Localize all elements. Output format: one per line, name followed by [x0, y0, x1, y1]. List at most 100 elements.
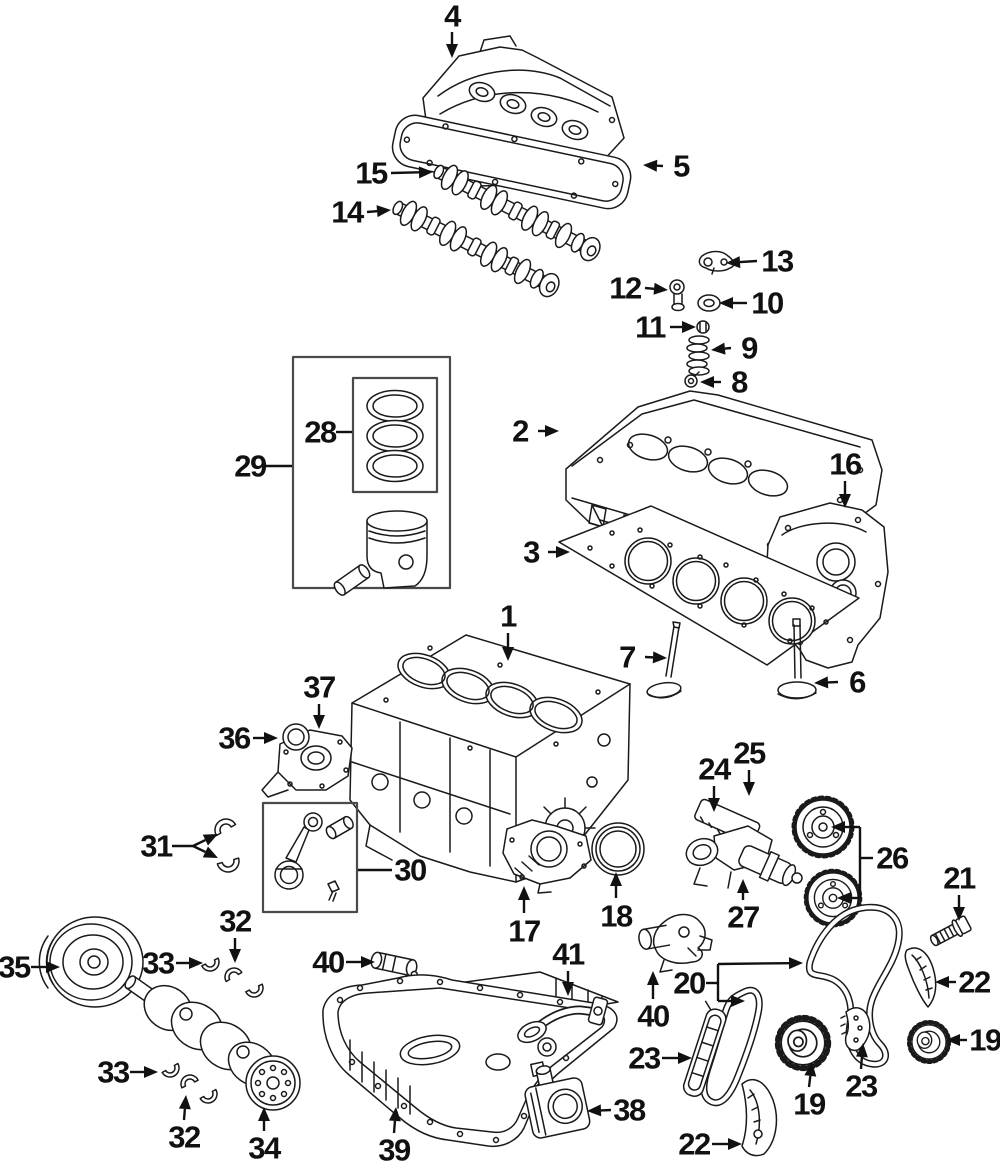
valve-stem-seal — [684, 371, 700, 388]
piston-ring-set — [351, 376, 439, 494]
arrow-head — [388, 1107, 401, 1122]
callout-label-37[interactable]: 37 — [303, 670, 336, 705]
rocker-arm — [698, 250, 735, 275]
oil-pickup-tube — [517, 996, 609, 1057]
callout-label-19[interactable]: 19 — [793, 1087, 827, 1122]
callout-label-14[interactable]: 14 — [331, 195, 366, 230]
callout-label-5[interactable]: 5 — [673, 149, 692, 184]
crank-sprocket — [778, 1018, 829, 1069]
callout-label-32[interactable]: 32 — [168, 1120, 201, 1155]
arrow-head — [518, 886, 530, 900]
arrow-head — [545, 425, 559, 437]
arrow-head — [731, 995, 745, 1007]
chain-guide-left — [682, 1000, 727, 1097]
water-outlet — [638, 913, 713, 973]
rear-main-seal — [591, 822, 645, 876]
arrow-head — [647, 971, 659, 985]
callout-leader-line — [807, 1075, 812, 1088]
callout-label-34[interactable]: 34 — [248, 1131, 283, 1163]
callout-label-35[interactable]: 35 — [0, 950, 32, 985]
arrow-head — [708, 798, 720, 812]
callout-label-40[interactable]: 40 — [312, 945, 345, 980]
callout-leader-line — [717, 961, 790, 966]
callout-label-21[interactable]: 21 — [943, 861, 977, 896]
callout-label-19[interactable]: 19 — [969, 1023, 1000, 1058]
arrow-head — [643, 159, 658, 172]
intake-valve — [646, 621, 682, 699]
callout-label-3[interactable]: 3 — [523, 535, 542, 570]
callout-label-29[interactable]: 29 — [234, 449, 268, 484]
callout-label-24[interactable]: 24 — [698, 752, 733, 787]
callout-label-17[interactable]: 17 — [508, 914, 541, 949]
callout-label-4[interactable]: 4 — [444, 0, 464, 34]
callout-leader-line — [390, 171, 420, 175]
callout-label-33[interactable]: 33 — [142, 946, 176, 981]
callout-label-6[interactable]: 6 — [849, 665, 868, 700]
arrow-head — [953, 907, 965, 921]
engine-block — [349, 634, 631, 883]
callout-leader-line — [192, 844, 206, 854]
valve-keeper — [696, 320, 710, 334]
valve-cover-gasket — [391, 114, 632, 210]
callout-label-22[interactable]: 22 — [678, 1127, 711, 1162]
callout-leader-line — [392, 1120, 397, 1134]
callout-label-18[interactable]: 18 — [600, 899, 634, 934]
callout-label-1[interactable]: 1 — [500, 599, 519, 634]
idler-sprocket — [909, 1022, 949, 1062]
piston-kit-box — [291, 355, 452, 596]
callout-leader-line — [366, 209, 378, 214]
chain-tensioner-arm — [840, 1007, 871, 1052]
callout-label-12[interactable]: 12 — [609, 271, 642, 306]
arrow-head — [726, 256, 741, 269]
chain-guide-upper-right — [904, 947, 937, 1008]
callout-label-8[interactable]: 8 — [731, 365, 750, 400]
callout-label-23[interactable]: 23 — [628, 1041, 662, 1076]
arrow-head — [189, 957, 203, 969]
exhaust-valve — [777, 618, 817, 700]
arrow-head — [700, 376, 714, 388]
arrow-head — [837, 892, 851, 904]
callout-label-11[interactable]: 11 — [635, 310, 668, 345]
callout-label-30[interactable]: 30 — [394, 853, 427, 888]
timing-chain-lower — [700, 986, 763, 1107]
callout-label-23[interactable]: 23 — [845, 1069, 879, 1104]
arrow-head — [502, 647, 514, 661]
arrow-head — [361, 956, 375, 968]
callout-label-16[interactable]: 16 — [829, 447, 863, 482]
arrow-head — [804, 1062, 817, 1077]
callout-label-9[interactable]: 9 — [741, 331, 760, 366]
callout-label-28[interactable]: 28 — [304, 415, 338, 450]
callout-label-33[interactable]: 33 — [97, 1055, 131, 1090]
piston — [333, 510, 428, 596]
dowel-pin — [370, 951, 419, 979]
callout-leader-line — [644, 286, 655, 290]
crank-pulley — [38, 916, 144, 1008]
callout-label-13[interactable]: 13 — [761, 244, 795, 279]
tensioner-bolt — [929, 915, 972, 947]
callout-label-41[interactable]: 41 — [552, 937, 586, 972]
callout-label-39[interactable]: 39 — [378, 1133, 412, 1163]
callout-label-7[interactable]: 7 — [619, 640, 637, 675]
callout-label-2[interactable]: 2 — [512, 414, 530, 449]
arrow-head — [719, 297, 733, 309]
callout-label-20[interactable]: 20 — [673, 966, 706, 1001]
callout-label-26[interactable]: 26 — [876, 841, 910, 876]
callout-label-31[interactable]: 31 — [140, 829, 174, 864]
head-gasket — [558, 505, 860, 666]
arrow-head — [418, 166, 433, 179]
callout-label-36[interactable]: 36 — [218, 721, 252, 756]
rear-seal-plate — [502, 819, 592, 894]
callout-label-40[interactable]: 40 — [637, 999, 670, 1034]
arrow-head — [178, 1095, 191, 1110]
callout-label-25[interactable]: 25 — [733, 736, 767, 771]
callout-leader-line — [739, 259, 758, 264]
callout-label-22[interactable]: 22 — [958, 965, 991, 1000]
callout-label-32[interactable]: 32 — [219, 904, 252, 939]
main-bearing-shells-upper — [201, 957, 267, 1001]
chain-guide-bottom — [741, 1079, 778, 1157]
callout-label-15[interactable]: 15 — [355, 156, 389, 191]
callout-label-38[interactable]: 38 — [613, 1093, 647, 1128]
arrow-head — [935, 976, 949, 988]
callout-label-27[interactable]: 27 — [727, 900, 760, 935]
callout-label-10[interactable]: 10 — [751, 286, 784, 321]
